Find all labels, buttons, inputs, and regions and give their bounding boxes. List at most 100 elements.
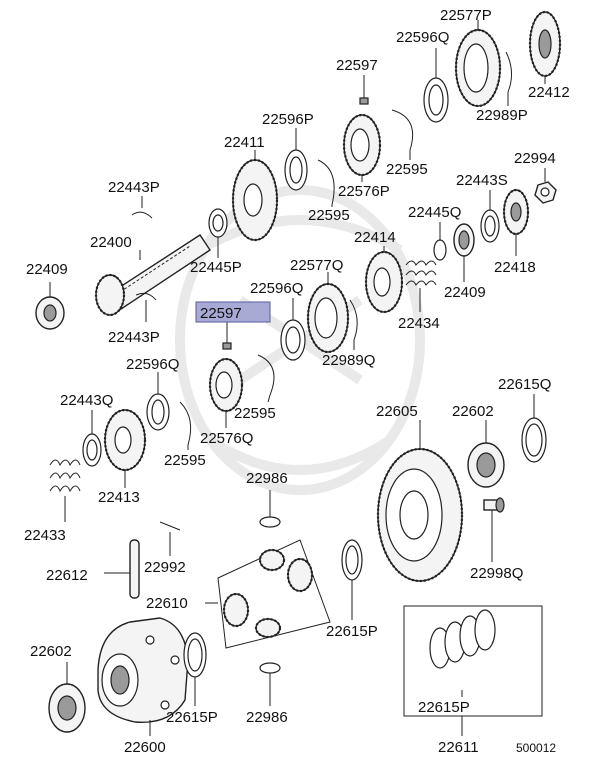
label-22413[interactable]: 22413 bbox=[98, 489, 140, 506]
part-22443S[interactable] bbox=[480, 190, 500, 243]
label-22577P[interactable]: 22577P bbox=[440, 7, 492, 24]
part-22989Q[interactable] bbox=[349, 299, 358, 350]
part-22602-left[interactable] bbox=[48, 662, 86, 733]
part-22577Q[interactable] bbox=[306, 272, 350, 354]
part-22418[interactable] bbox=[502, 188, 530, 256]
diagram-code: 500012 bbox=[516, 741, 556, 755]
label-22602-left[interactable]: 22602 bbox=[30, 643, 72, 660]
part-22597-top[interactable] bbox=[359, 75, 369, 105]
label-22576P[interactable]: 22576P bbox=[338, 183, 390, 200]
part-22605[interactable] bbox=[376, 420, 464, 583]
label-22986-bottom[interactable]: 22986 bbox=[246, 709, 288, 726]
label-22445P[interactable]: 22445P bbox=[190, 259, 242, 276]
part-22445P[interactable] bbox=[208, 208, 228, 258]
label-22576Q[interactable]: 22576Q bbox=[200, 430, 253, 447]
label-22595-low2[interactable]: 22595 bbox=[164, 452, 206, 469]
part-22596P[interactable] bbox=[284, 128, 308, 191]
part-22597-selected[interactable] bbox=[222, 322, 232, 350]
part-22443P-top[interactable] bbox=[131, 196, 153, 219]
part-22595-low[interactable] bbox=[257, 354, 275, 403]
part-22595-mid[interactable] bbox=[317, 159, 335, 207]
label-22445Q[interactable]: 22445Q bbox=[408, 204, 461, 221]
part-22595-low2[interactable] bbox=[179, 401, 192, 450]
label-22986-top[interactable]: 22986 bbox=[246, 470, 288, 487]
part-22611-kit[interactable] bbox=[403, 605, 543, 736]
label-22597-top[interactable]: 22597 bbox=[336, 57, 378, 74]
watermark-emblem bbox=[175, 185, 425, 495]
label-22411[interactable]: 22411 bbox=[224, 134, 265, 151]
part-22989P[interactable] bbox=[505, 51, 512, 106]
part-22414[interactable] bbox=[364, 246, 404, 314]
label-22577Q[interactable]: 22577Q bbox=[290, 257, 343, 274]
label-22615Q[interactable]: 22615Q bbox=[498, 376, 551, 393]
part-22600-case[interactable] bbox=[97, 617, 189, 736]
part-22443P-bottom[interactable] bbox=[135, 292, 157, 322]
part-22409-right[interactable] bbox=[453, 223, 475, 282]
label-22595-low[interactable]: 22595 bbox=[234, 405, 276, 422]
part-22413[interactable] bbox=[103, 408, 147, 488]
label-22409-right[interactable]: 22409 bbox=[444, 284, 486, 301]
part-22445Q[interactable] bbox=[433, 222, 447, 261]
part-22615P-bottom[interactable] bbox=[183, 632, 207, 706]
part-22992[interactable] bbox=[159, 521, 181, 556]
label-22605[interactable]: 22605 bbox=[376, 403, 418, 420]
part-22576Q[interactable] bbox=[208, 357, 244, 428]
part-22576P[interactable] bbox=[342, 113, 382, 182]
label-22433[interactable]: 22433 bbox=[24, 527, 66, 544]
label-22418[interactable]: 22418 bbox=[494, 259, 536, 276]
label-22595-mid[interactable]: 22595 bbox=[308, 207, 350, 224]
label-22400[interactable]: 22400 bbox=[90, 234, 132, 251]
part-22577P[interactable] bbox=[454, 20, 502, 108]
part-22610-kit[interactable] bbox=[205, 539, 331, 649]
label-22414[interactable]: 22414 bbox=[354, 229, 396, 246]
label-22443P-bottom[interactable]: 22443P bbox=[108, 329, 160, 346]
label-22596P[interactable]: 22596P bbox=[262, 111, 314, 128]
label-22596Q-low[interactable]: 22596Q bbox=[126, 356, 179, 373]
label-22443Q[interactable]: 22443Q bbox=[60, 392, 113, 409]
part-22596Q-low[interactable] bbox=[146, 372, 170, 431]
part-22602-right[interactable] bbox=[467, 420, 505, 488]
label-22596Q-top[interactable]: 22596Q bbox=[396, 29, 449, 46]
label-22989P[interactable]: 22989P bbox=[476, 107, 528, 124]
part-22409-left[interactable] bbox=[35, 282, 65, 330]
part-22612[interactable] bbox=[104, 539, 140, 599]
label-22612[interactable]: 22612 bbox=[46, 567, 88, 584]
part-22434[interactable] bbox=[405, 260, 437, 312]
part-22400-shaft[interactable] bbox=[94, 234, 211, 317]
part-22986-top[interactable] bbox=[259, 490, 281, 528]
label-22615P-right[interactable]: 22615P bbox=[326, 623, 378, 640]
part-22412[interactable] bbox=[528, 10, 562, 84]
label-22600[interactable]: 22600 bbox=[124, 739, 166, 756]
label-22611[interactable]: 22611 bbox=[438, 739, 479, 756]
part-22595-top[interactable] bbox=[391, 109, 414, 160]
label-22596Q-mid[interactable]: 22596Q bbox=[250, 280, 303, 297]
part-22994[interactable] bbox=[534, 168, 557, 204]
label-22992[interactable]: 22992 bbox=[144, 559, 186, 576]
part-22998Q[interactable] bbox=[483, 497, 505, 562]
label-22602-right[interactable]: 22602 bbox=[452, 403, 494, 420]
part-22433[interactable] bbox=[49, 459, 81, 522]
label-22409-left[interactable]: 22409 bbox=[26, 261, 68, 278]
label-22998Q[interactable]: 22998Q bbox=[470, 565, 523, 582]
part-22411[interactable] bbox=[231, 150, 279, 242]
selected-part-highlight bbox=[195, 301, 271, 323]
part-22596Q-top[interactable] bbox=[423, 48, 449, 123]
part-22615Q[interactable] bbox=[521, 394, 547, 463]
label-22443S[interactable]: 22443S bbox=[456, 172, 508, 189]
part-22443Q[interactable] bbox=[82, 410, 102, 467]
label-22615P-box[interactable]: 22615P bbox=[418, 699, 470, 716]
part-22615P-right[interactable] bbox=[341, 539, 363, 620]
label-22994[interactable]: 22994 bbox=[514, 150, 556, 167]
label-22989Q[interactable]: 22989Q bbox=[322, 352, 375, 369]
label-22434[interactable]: 22434 bbox=[398, 315, 440, 332]
label-22443P-top[interactable]: 22443P bbox=[108, 179, 160, 196]
label-22595-top[interactable]: 22595 bbox=[386, 161, 428, 178]
label-22412[interactable]: 22412 bbox=[528, 84, 570, 101]
part-22986-bottom[interactable] bbox=[259, 662, 281, 706]
part-22596Q-mid[interactable] bbox=[280, 298, 306, 361]
label-22597-selected[interactable]: 22597 bbox=[200, 305, 242, 322]
label-22615P-bottom[interactable]: 22615P bbox=[166, 709, 218, 726]
label-22610[interactable]: 22610 bbox=[146, 595, 188, 612]
